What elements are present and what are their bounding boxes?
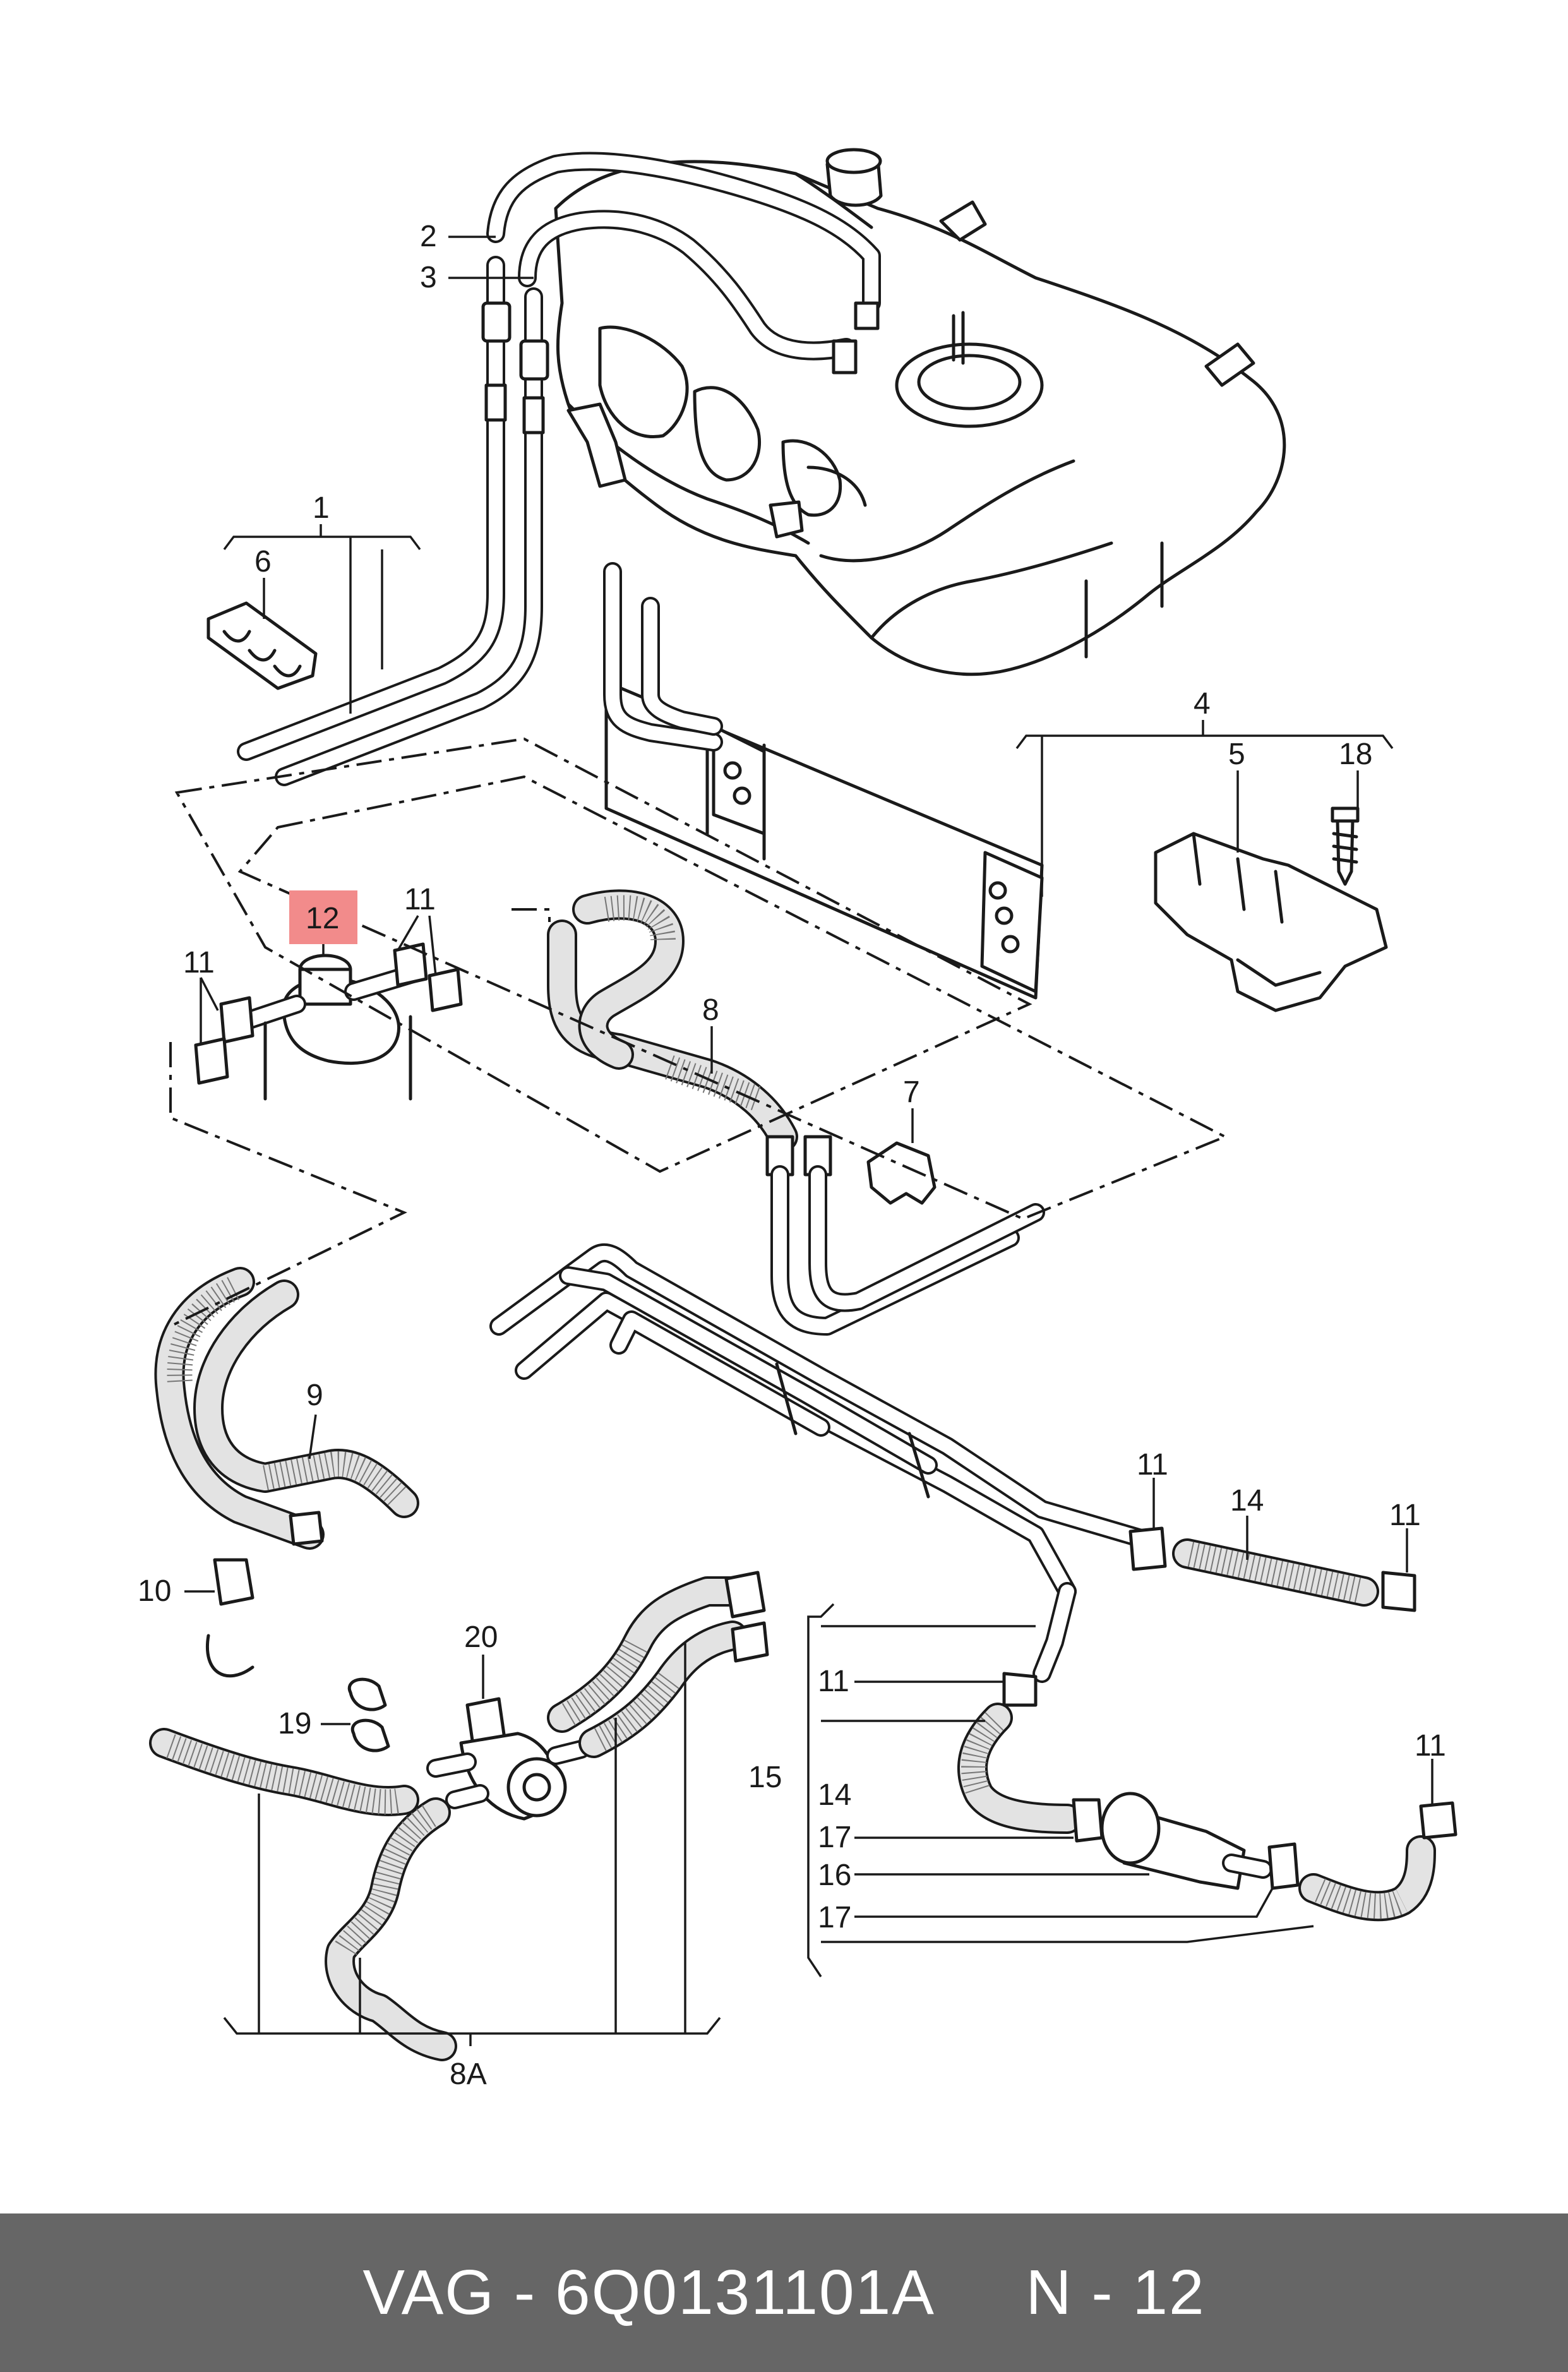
callout-9: 9 xyxy=(306,1379,323,1412)
callout-7: 7 xyxy=(903,1075,920,1109)
fuel-lines-2-3 xyxy=(237,256,549,786)
fuel-tank xyxy=(486,148,1286,676)
callout-2: 2 xyxy=(420,220,437,253)
callout-17-upper: 17 xyxy=(818,1821,851,1854)
parts-diagram: 2 3 1 6 4 5 18 12 11 11 8 7 9 10 20 19 8… xyxy=(138,148,1457,2091)
callout-11-set15: 11 xyxy=(818,1665,849,1698)
callout-11-far-right: 11 xyxy=(1415,1729,1446,1763)
callout-1: 1 xyxy=(313,491,330,525)
callout-11-valve-left: 11 xyxy=(183,946,215,979)
filter-set-15 xyxy=(957,1672,1457,1922)
callout-8a: 8A xyxy=(450,2058,487,2091)
clip-10 xyxy=(206,1558,254,1678)
hose-set-8a xyxy=(149,1571,769,2061)
underbody-line-set xyxy=(489,1243,1159,1683)
part-label: VAG - 6Q0131101A N - 12 xyxy=(362,2257,1206,2328)
clip-7 xyxy=(866,1141,937,1205)
callout-14-upper: 14 xyxy=(1230,1484,1264,1518)
part-footer-bar: VAG - 6Q0131101A N - 12 xyxy=(0,2213,1568,2372)
callout-11-valve-right: 11 xyxy=(404,883,436,916)
bracket-5 xyxy=(1154,832,1388,1012)
callout-6: 6 xyxy=(254,545,272,578)
callout-19: 19 xyxy=(278,1707,311,1740)
hose-14 xyxy=(1128,1526,1416,1612)
callout-17-lower: 17 xyxy=(818,1901,851,1934)
callout-12: 12 xyxy=(306,902,339,935)
callout-8: 8 xyxy=(702,993,719,1027)
part-number: 6Q0131101A xyxy=(554,2257,932,2328)
screw-18 xyxy=(1331,806,1360,886)
callout-16: 16 xyxy=(818,1859,851,1892)
assembly-boundaries xyxy=(169,737,1228,1327)
clip-6 xyxy=(206,601,318,690)
callout-18: 18 xyxy=(1339,738,1372,771)
valve-12 xyxy=(194,942,463,1101)
highlight-12 xyxy=(289,890,357,944)
hose-9 xyxy=(154,1267,419,1550)
fuel-cooler-4 xyxy=(603,562,1044,1000)
callout-14-set15: 14 xyxy=(818,1778,851,1812)
callout-labels: 2 3 1 6 4 5 18 12 11 11 8 7 9 10 20 19 8… xyxy=(138,220,1446,2091)
callout-5: 5 xyxy=(1228,738,1245,771)
diagram-position: N - 12 xyxy=(1026,2257,1206,2328)
leader-lines xyxy=(184,236,1433,2046)
callout-15: 15 xyxy=(748,1761,782,1794)
clip-19 xyxy=(347,1677,390,1752)
callout-10: 10 xyxy=(138,1574,171,1608)
callout-4: 4 xyxy=(1194,687,1211,721)
brand-name: VAG xyxy=(362,2257,496,2328)
callout-20: 20 xyxy=(464,1620,498,1654)
callout-3: 3 xyxy=(420,261,437,294)
callout-11-hose14-right: 11 xyxy=(1389,1499,1421,1532)
valve-20 xyxy=(426,1697,590,1821)
callout-11-hose14-left: 11 xyxy=(1137,1448,1168,1482)
